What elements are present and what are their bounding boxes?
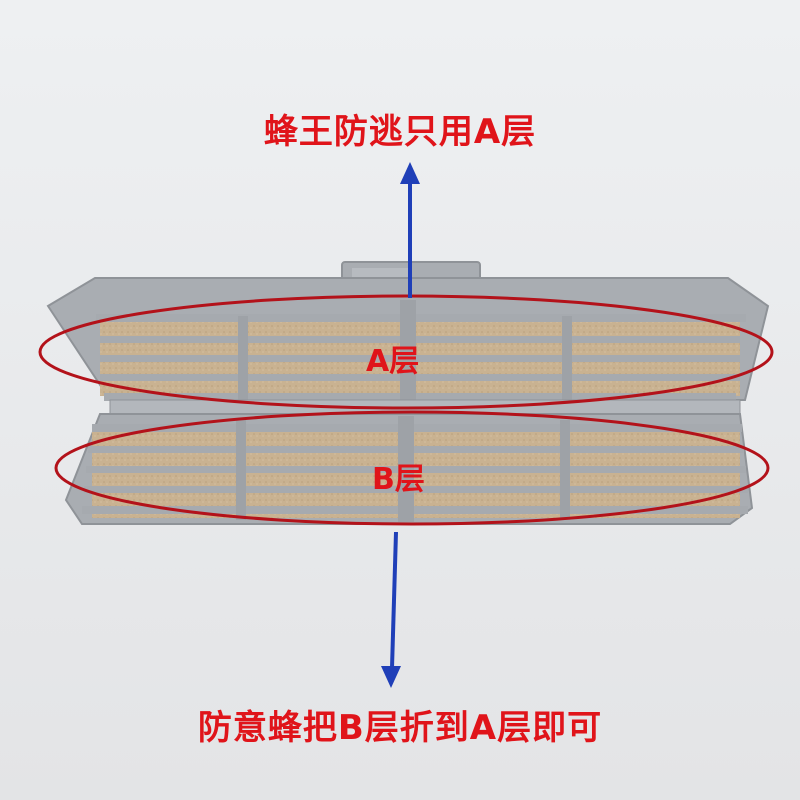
arrow-up-icon — [400, 162, 420, 298]
layer-a-label: A层 — [366, 344, 420, 379]
layer-b-label: B层 — [372, 462, 425, 497]
ellipse-layer-b — [54, 410, 770, 526]
arrow-down-icon — [381, 531, 401, 688]
ellipse-layer-a — [38, 294, 774, 410]
excluder-layer-b — [64, 413, 754, 525]
caption-bottom: 防意蜂把B层折到A层即可 — [197, 708, 603, 748]
caption-top: 蜂王防逃只用A层 — [263, 112, 537, 152]
